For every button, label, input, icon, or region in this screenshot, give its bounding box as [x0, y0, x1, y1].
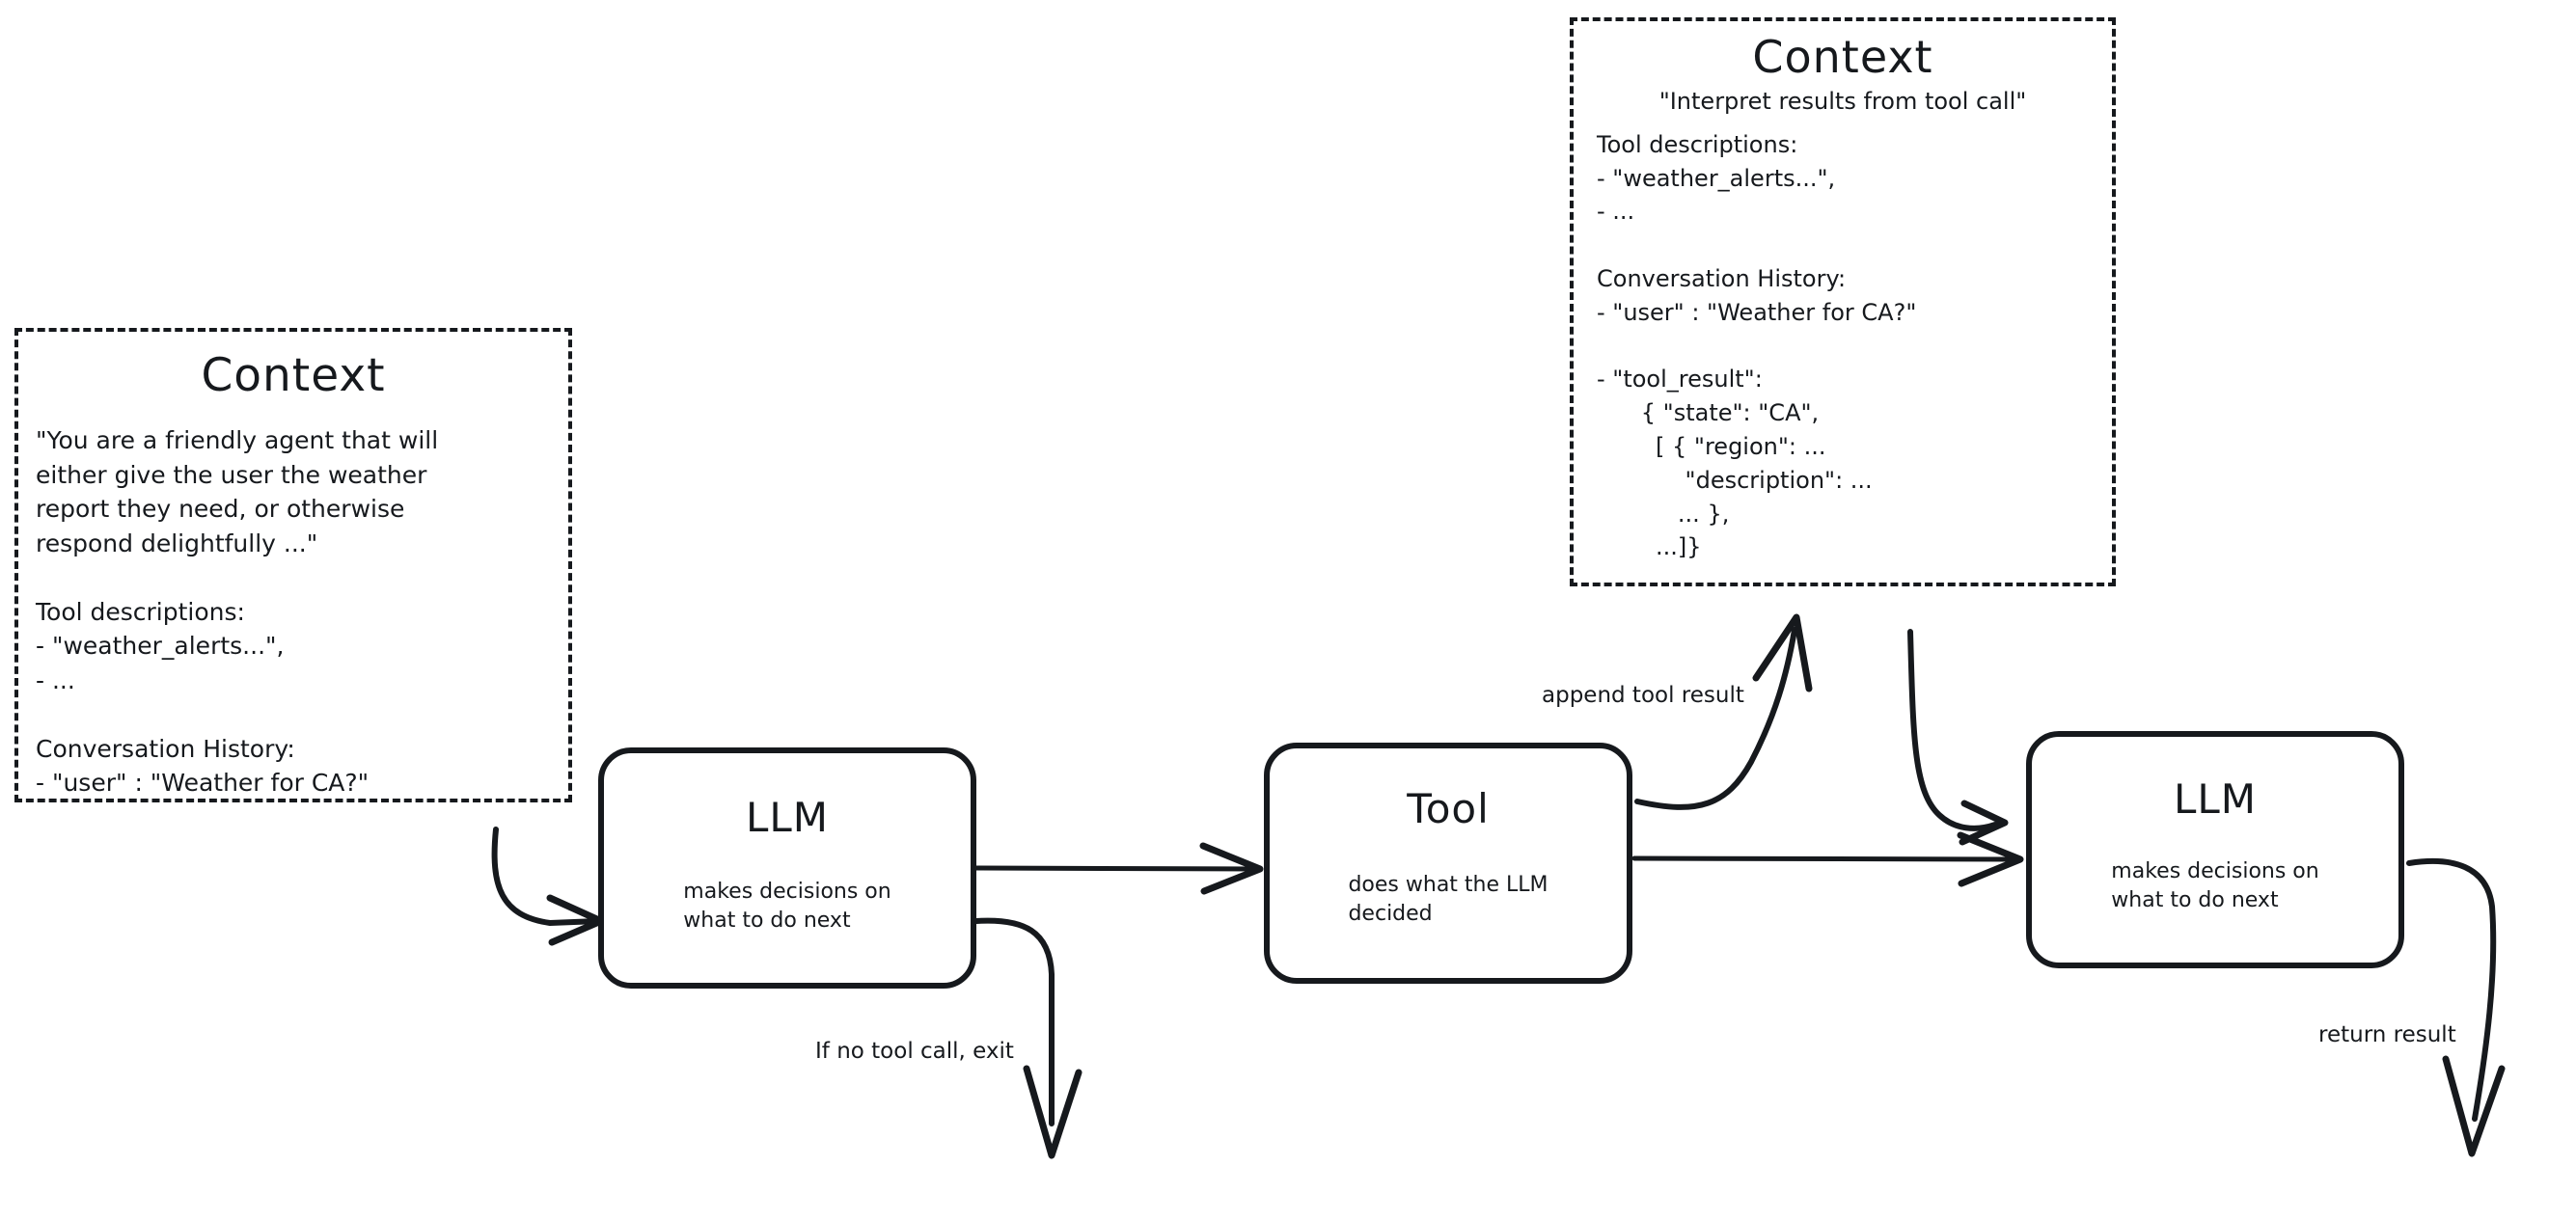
edge-context-right-to-llm2	[1907, 629, 2009, 846]
node-tool[interactable]: Tool does what the LLM decided	[1264, 743, 1632, 984]
edge-tool-to-llm2	[1631, 831, 2024, 887]
context-right-title: Context	[1752, 31, 1933, 83]
node-llm-first[interactable]: LLM makes decisions on what to do next	[598, 747, 976, 989]
node-llm-first-subtitle: makes decisions on what to do next	[683, 880, 891, 933]
node-llm-second-subtitle: makes decisions on what to do next	[2111, 859, 2319, 912]
edge-tool-to-context-right	[1634, 613, 1813, 810]
node-tool-title: Tool	[1407, 785, 1490, 832]
edge-llm2-return	[2406, 857, 2506, 1157]
context-left-title: Context	[201, 349, 386, 402]
context-left-body: "You are a friendly agent that will eith…	[36, 426, 439, 797]
edge-context-left-to-llm	[491, 827, 605, 946]
edge-label-exit: If no tool call, exit	[815, 1039, 1014, 1064]
context-right-lead: "Interpret results from tool call"	[1658, 88, 2027, 115]
node-llm-second-title: LLM	[2173, 775, 2258, 823]
edge-label-return-result: return result	[2318, 1022, 2456, 1047]
edge-llm-to-tool	[973, 842, 1264, 895]
edge-label-append-tool-result: append tool result	[1542, 683, 1744, 708]
node-llm-second[interactable]: LLM makes decisions on what to do next	[2026, 731, 2404, 968]
context-right-body: Tool descriptions: - "weather_alerts..."…	[1597, 130, 1917, 561]
context-box-left: Context "You are a friendly agent that w…	[14, 328, 572, 802]
context-box-right: Context "Interpret results from tool cal…	[1570, 17, 2116, 586]
node-llm-first-title: LLM	[745, 794, 830, 841]
node-tool-subtitle: does what the LLM decided	[1348, 873, 1548, 926]
